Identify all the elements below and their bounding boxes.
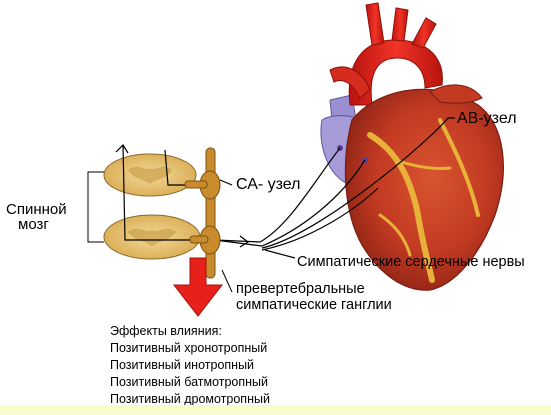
postganglionic-fiber-1 [214,147,341,243]
left-atrium [429,84,483,104]
ramus-upper [184,180,208,189]
sympathetic-trunk [205,147,216,279]
effect-item: Позитивный дромотропный [110,392,270,406]
postganglionic-fiber-4 [261,187,379,251]
aorta-branch-1 [365,2,385,46]
postganglionic-fiber-3 [261,117,449,249]
bottom-band [0,405,551,415]
preganglionic-fiber-1 [122,144,205,241]
spinal-cord [87,153,201,260]
label-spinal-cord-line2: мозг [18,216,49,233]
aorta [348,39,443,106]
nerve-fibers [122,117,455,259]
postganglionic-fiber-2 [214,159,366,247]
coronary-vessel-3 [393,158,452,170]
label-spinal-cord-line1: Спинной [6,201,67,218]
ganglia-leader-line [221,269,233,293]
effect-item: Позитивный хронотропный [110,341,268,355]
effect-item: Позитивный батмотропный [110,375,269,389]
fiber-arrowhead-2 [239,235,250,248]
sa-node-leader-line [219,179,233,186]
effects-title: Эффекты влияния: [110,324,222,338]
coronary-vessel-2 [438,118,480,217]
effect-item: Позитивный инотропный [110,358,255,372]
sympathetic-chain [184,147,221,279]
heart-illustration [320,2,504,291]
effects-list: Эффекты влияния: Позитивный хронотропный… [110,323,270,408]
grey-matter-upper [128,166,172,184]
aorta-branch-2 [391,7,409,42]
label-sympathetic-nerves: Симпатические сердечные нервы [297,254,525,270]
grey-matter-lower [128,228,176,246]
coronary-vessel-4 [378,213,412,257]
ramus-lower [189,235,209,244]
effect-arrow-icon [172,257,224,317]
aorta-branch-3 [411,17,437,49]
label-av-node: АВ-узел [457,110,517,127]
sympathetic-leader-line [264,249,296,259]
label-sa-node: СА- узел [236,176,301,193]
coronary-vessel-1 [367,132,435,283]
spinal-cord-bracket [87,171,104,243]
label-ganglia-line2: симпатические ганглии [236,297,392,313]
fiber-arrowhead-1 [115,144,129,154]
pulmonary-trunk [329,66,371,99]
label-ganglia-line1: превертебральные [236,281,365,297]
